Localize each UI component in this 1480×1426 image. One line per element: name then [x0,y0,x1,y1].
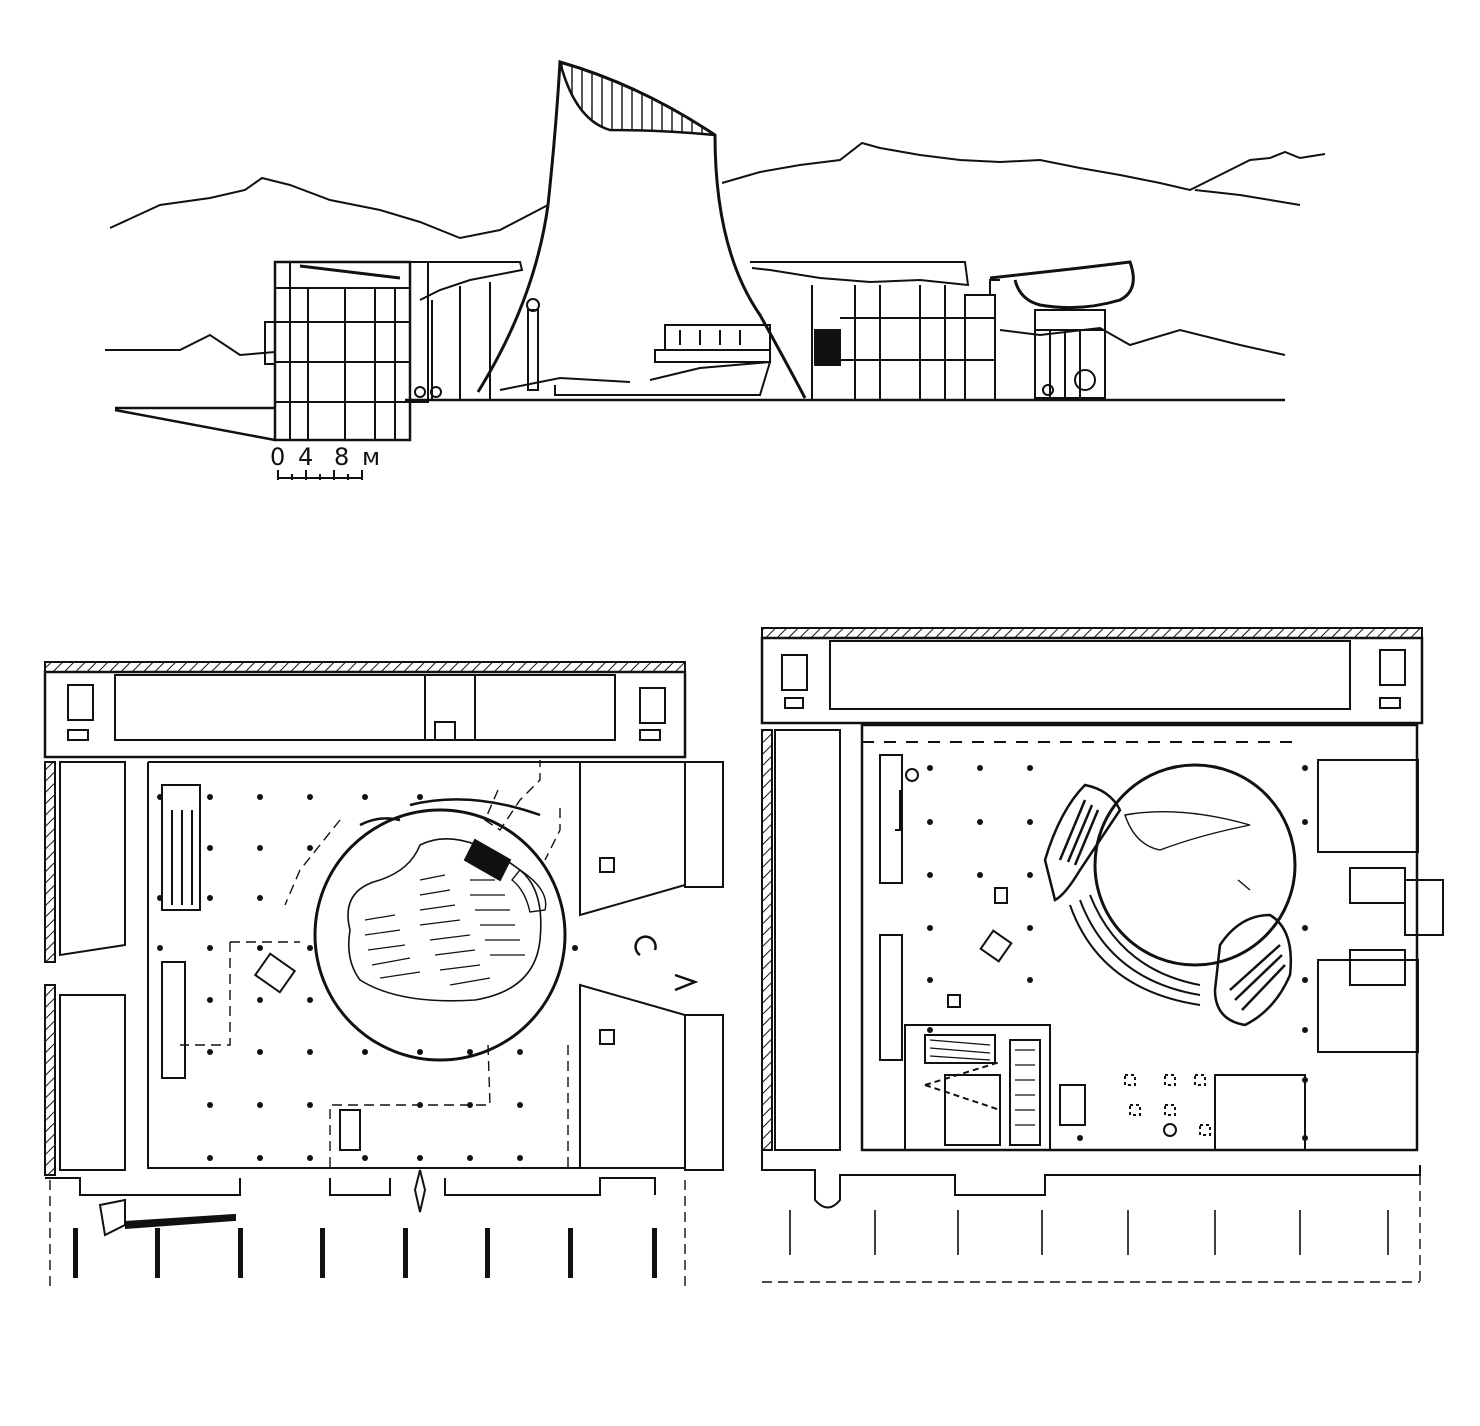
left-wing-upper [59,761,126,957]
stair-right-top [639,687,666,724]
stair-right-plan-right [1379,649,1406,686]
room-lower-left [904,1024,1051,1151]
curved-tribune [1069,894,1201,1006]
mountain-silhouette-right [721,141,1326,206]
column-grid-left [157,794,578,1161]
plan-right-top-wall [761,627,1423,639]
ground-floor-plan [43,661,724,1290]
ramp-left-lower [161,961,186,1079]
auditorium-rotunda [313,808,567,1062]
foreground-hills-right [999,326,1286,356]
entrance-front-left [45,1177,656,1196]
auditorium-seating-bowl [347,838,542,1002]
left-wing-right-plan [774,729,841,1151]
tower-interior-platform [654,349,771,363]
scale-tick-4: 4 [298,443,313,471]
connector-right [750,261,1000,401]
foreground-hills-left [105,333,276,357]
stair-block-center [253,952,297,994]
round-assembly-hall [1093,763,1297,967]
scale-unit: м [362,443,380,471]
left-office-block [264,260,520,442]
stair-right-plan-left [781,654,808,691]
bollards-left [73,1228,657,1278]
top-office-strip-right [760,636,1424,725]
wall-posts-right [789,1210,1389,1255]
right-bowl-structure [989,260,1135,399]
stair-left-top [67,684,94,721]
upper-floor-plan [760,627,1444,1283]
building-section-elevation [105,60,1326,480]
connector-left [414,261,524,400]
scale-tick-0: 0 [270,443,285,471]
plan-right-side-wall [761,729,773,1151]
scale-bar [277,470,363,480]
scale-tick-8: 8 [334,443,349,471]
entrance-front-right [761,1150,1421,1209]
dashed-circulation-left [49,760,686,1290]
mountain-silhouette-left [109,176,549,240]
gallery-right [1213,913,1292,1027]
left-wing-lower [59,994,126,1171]
gallery-left [1043,783,1122,902]
central-hyperbolic-tower [476,60,807,399]
ground-line [114,398,1285,442]
main-hall-outline [147,761,686,1169]
column-grid-right [927,765,1308,1141]
plan-left-side-wall [44,761,56,963]
seat-rows [364,874,525,986]
small-pillars-right [1124,1074,1211,1136]
plan-left-top-wall [44,661,686,673]
right-wing-lower [579,983,686,1169]
ramp-left-upper [161,784,201,911]
top-office-strip [43,670,687,759]
